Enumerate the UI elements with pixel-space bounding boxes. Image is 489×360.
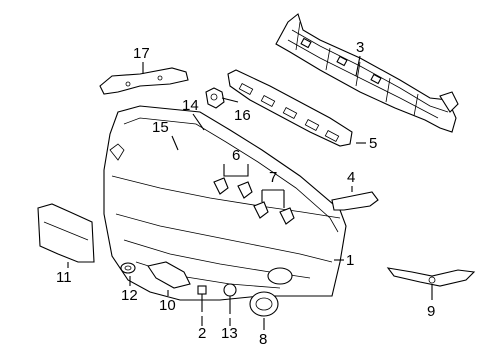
callout-2: 2 bbox=[198, 325, 206, 342]
part-4-bracket bbox=[331, 191, 379, 211]
callout-11: 11 bbox=[56, 269, 72, 286]
part-1-bumper-cover bbox=[103, 105, 347, 301]
callout-1: 1 bbox=[346, 252, 354, 269]
callout-6: 6 bbox=[232, 147, 240, 164]
part-8-fog-lamp-bezel bbox=[249, 291, 279, 317]
part-7-clips bbox=[253, 201, 295, 225]
part-3-reinforcement-bar bbox=[275, 13, 459, 133]
callout-16: 16 bbox=[234, 107, 251, 124]
callout-17: 17 bbox=[133, 45, 150, 62]
callout-10: 10 bbox=[159, 297, 176, 314]
callout-7: 7 bbox=[269, 169, 277, 186]
part-2-bolt bbox=[197, 285, 207, 312]
callout-4: 4 bbox=[347, 169, 355, 186]
callout-3: 3 bbox=[356, 39, 364, 56]
part-12-grommet bbox=[120, 262, 136, 274]
callout-9: 9 bbox=[427, 303, 435, 320]
part-11-license-bracket bbox=[37, 203, 95, 263]
callout-labels: 17 3 16 14 15 5 6 7 4 1 11 12 10 2 13 8 … bbox=[56, 39, 435, 348]
callout-12: 12 bbox=[121, 287, 138, 304]
part-16-connector bbox=[205, 87, 225, 109]
part-6-clips bbox=[213, 177, 253, 199]
part-17-upper-bracket bbox=[99, 67, 189, 95]
callout-8: 8 bbox=[259, 331, 267, 348]
part-5-absorber-strip bbox=[227, 69, 353, 147]
callout-13: 13 bbox=[221, 325, 238, 342]
callout-14: 14 bbox=[182, 97, 199, 114]
callout-5: 5 bbox=[369, 135, 377, 152]
leader-lines bbox=[67, 55, 433, 330]
callout-15: 15 bbox=[152, 119, 169, 136]
part-9-side-trim bbox=[386, 267, 476, 287]
part-13-screw bbox=[223, 283, 237, 314]
part-10-trim-strip bbox=[147, 261, 191, 289]
